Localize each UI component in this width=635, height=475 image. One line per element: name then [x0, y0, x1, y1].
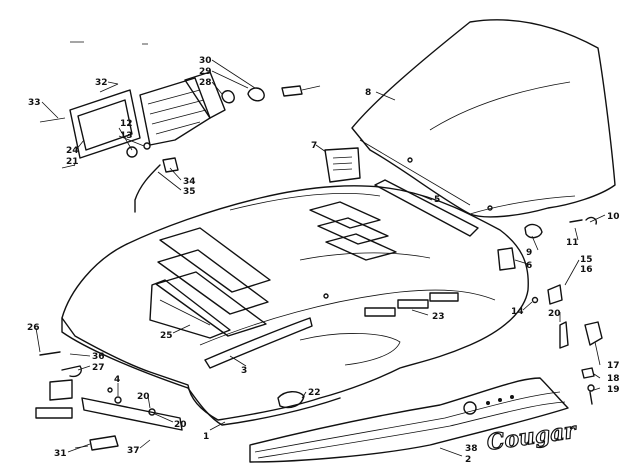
callout-12: 12 — [120, 119, 133, 129]
callout-3: 3 — [241, 366, 247, 376]
callout-29: 29 — [199, 67, 212, 77]
callout-19: 19 — [607, 385, 620, 395]
callout-32: 32 — [95, 78, 108, 88]
hood-louvers — [155, 201, 397, 337]
decal-label — [324, 147, 361, 183]
callout-33: 33 — [28, 98, 41, 108]
side-vent — [149, 279, 231, 339]
callout-10: 10 — [607, 212, 620, 222]
callout-17: 17 — [607, 361, 620, 371]
hood — [61, 185, 529, 426]
callout-24: 24 — [66, 146, 79, 156]
callout-28: 28 — [199, 78, 212, 88]
callout-11: 11 — [566, 238, 579, 248]
callout-20-lower: 20 — [174, 420, 187, 430]
callout-1: 1 — [203, 432, 209, 442]
callout-37: 37 — [127, 446, 140, 456]
leader-lines — [35, 41, 606, 457]
hood-fastener — [323, 293, 329, 299]
hood-latch-hardware — [524, 216, 603, 405]
grille-badge — [497, 247, 516, 271]
callout-38: 38 — [465, 444, 478, 454]
callout-35: 35 — [183, 187, 196, 197]
callout-21: 21 — [66, 157, 79, 167]
headlight-assembly — [39, 71, 321, 213]
callout-18: 18 — [607, 374, 620, 384]
callout-4: 4 — [114, 375, 120, 385]
callout-26: 26 — [27, 323, 40, 333]
brand-decal-text: Cougar — [485, 418, 579, 456]
callout-16: 16 — [580, 265, 593, 275]
callout-22: 22 — [308, 388, 321, 398]
callout-27: 27 — [92, 363, 105, 373]
windshield-fastener — [487, 205, 493, 211]
callout-31: 31 — [54, 449, 67, 459]
emblem — [277, 391, 305, 409]
callout-20-right: 20 — [548, 309, 561, 319]
callout-labels: 1 2 3 4 5 6 7 8 9 10 11 12 13 14 15 16 1… — [27, 56, 620, 465]
side-trim — [204, 317, 313, 369]
front-bumper — [35, 351, 183, 451]
callout-6: 6 — [526, 261, 532, 271]
callout-34: 34 — [183, 177, 196, 187]
callout-23: 23 — [432, 312, 445, 322]
trim-strip — [374, 179, 479, 237]
callout-5: 5 — [434, 195, 440, 205]
callout-15: 15 — [580, 255, 593, 265]
callout-14: 14 — [511, 307, 524, 317]
windshield — [351, 19, 616, 218]
callout-13: 13 — [120, 131, 133, 141]
vent-slots — [364, 292, 459, 317]
callout-9: 9 — [526, 248, 532, 258]
callout-8: 8 — [365, 88, 371, 98]
callout-36: 36 — [92, 352, 105, 362]
callout-25: 25 — [160, 331, 173, 341]
callout-30: 30 — [199, 56, 212, 66]
callout-20-upper: 20 — [137, 392, 150, 402]
side-panel-decals: Cougar — [249, 377, 579, 463]
windshield-fastener — [407, 157, 413, 163]
callout-2: 2 — [465, 455, 471, 465]
callout-7: 7 — [311, 141, 317, 151]
